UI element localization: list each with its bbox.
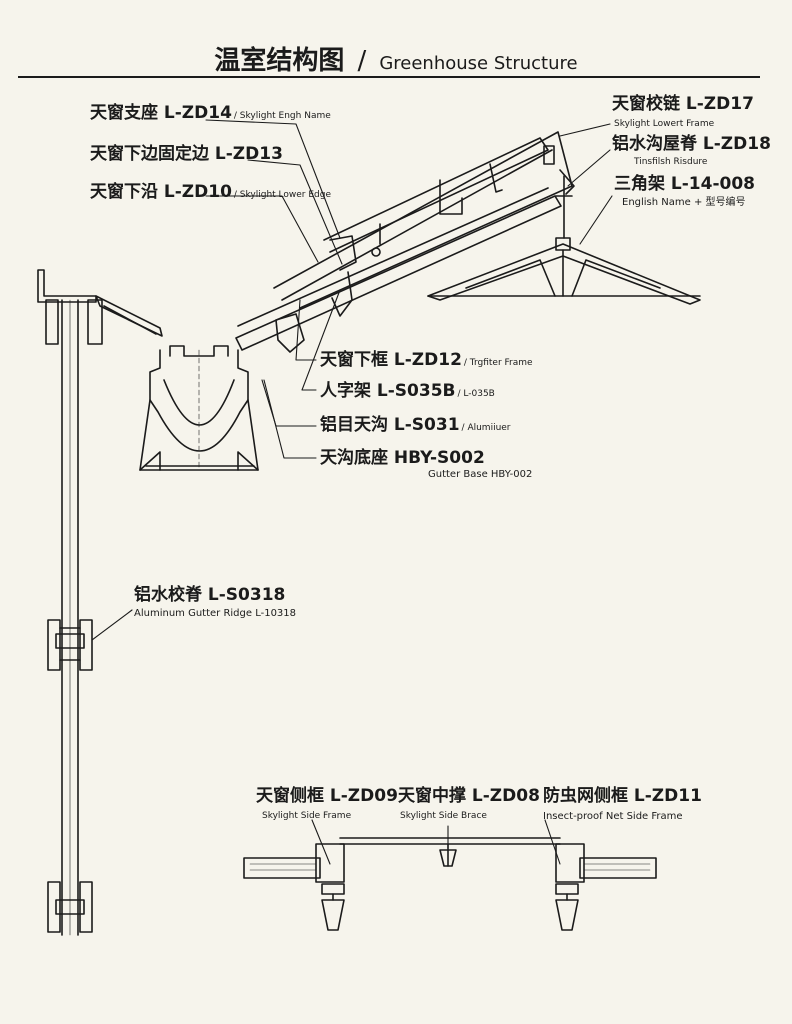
gutter: [139, 345, 259, 471]
label-truss-zh: 三角架 L-14-008: [614, 174, 756, 194]
label-s0318-en: Aluminum Gutter Ridge L-10318: [134, 608, 297, 619]
label-s031: 铝目天沟 L-S031/ Alumiiuer: [320, 417, 511, 434]
column-base: [47, 881, 93, 933]
label-s0318-zh: 铝水校脊 L-S0318: [134, 585, 286, 605]
label-s0318: 铝水校脊 L-S0318: [134, 587, 285, 604]
label-zd10: 天窗下沿 L-ZD10/ Skylight Lower Edge: [90, 184, 331, 201]
label-zd13-zh: 天窗下边固定边 L-ZD13: [90, 144, 283, 164]
skylight-frames: [235, 131, 575, 353]
label-zd10-zh: 天窗下沿 L-ZD10: [90, 182, 232, 202]
label-zd08-zh: 天窗中撑 L-ZD08: [398, 786, 540, 806]
label-zd14: 天窗支座 L-ZD14/ Skylight Engh Name: [90, 105, 331, 122]
label-zd09-en: Skylight Side Frame: [262, 811, 352, 821]
label-zd18-en: Tinsfilsh Risdure: [634, 157, 708, 167]
title-rule: [18, 76, 760, 78]
label-zd09: 天窗侧框 L-ZD09: [256, 788, 398, 805]
label-zd10-en: / Skylight Lower Edge: [233, 190, 332, 200]
label-truss-en: English Name + 型号编号: [622, 197, 746, 208]
label-zd14-zh: 天窗支座 L-ZD14: [90, 103, 232, 123]
label-zd12: 天窗下框 L-ZD12/ Trgfiter Frame: [320, 352, 533, 369]
label-hby: 天沟底座 HBY-S002: [320, 450, 485, 467]
label-zd14-en: / Skylight Engh Name: [233, 111, 331, 121]
triangle-truss: [427, 175, 701, 305]
label-truss: 三角架 L-14-008: [614, 176, 755, 193]
label-zd17-en: Skylight Lowert Frame: [614, 119, 715, 129]
title-separator: /: [357, 46, 367, 76]
label-zd17: 天窗校链 L-ZD17: [612, 96, 754, 113]
label-zd11-zh: 防虫网侧框 L-ZD11: [543, 786, 702, 806]
bottom-detail: [243, 837, 657, 931]
label-zd08: 天窗中撑 L-ZD08: [398, 788, 540, 805]
label-zd18: 铝水沟屋脊 L-ZD18: [612, 136, 771, 153]
label-s035b: 人字架 L-S035B/ L-035B: [320, 383, 495, 400]
label-hby-en: Gutter Base HBY-002: [428, 469, 533, 480]
label-s031-en: / Alumiiuer: [461, 423, 511, 433]
diagram-title: 温室结构图 / Greenhouse Structure: [0, 40, 792, 77]
label-zd13: 天窗下边固定边 L-ZD13: [90, 146, 283, 163]
label-zd18-zh: 铝水沟屋脊 L-ZD18: [612, 134, 771, 154]
column: [37, 269, 163, 936]
label-s035b-zh: 人字架 L-S035B: [320, 381, 456, 401]
column-joint: [47, 619, 93, 671]
label-hby-zh: 天沟底座 HBY-S002: [320, 448, 485, 468]
leader-lines: [91, 119, 613, 865]
label-zd12-en: / Trgfiter Frame: [463, 358, 533, 368]
title-zh: 温室结构图: [214, 46, 345, 76]
label-zd11-en: Insect-proof Net Side Frame: [543, 811, 683, 822]
label-zd12-zh: 天窗下框 L-ZD12: [320, 350, 462, 370]
label-s035b-en: / L-035B: [457, 389, 495, 399]
label-zd17-zh: 天窗校链 L-ZD17: [612, 94, 754, 114]
label-s031-zh: 铝目天沟 L-S031: [320, 415, 460, 435]
label-zd08-en: Skylight Side Brace: [400, 811, 487, 821]
label-zd11: 防虫网侧框 L-ZD11: [543, 788, 702, 805]
title-en: Greenhouse Structure: [379, 53, 578, 74]
label-zd09-zh: 天窗侧框 L-ZD09: [256, 786, 398, 806]
